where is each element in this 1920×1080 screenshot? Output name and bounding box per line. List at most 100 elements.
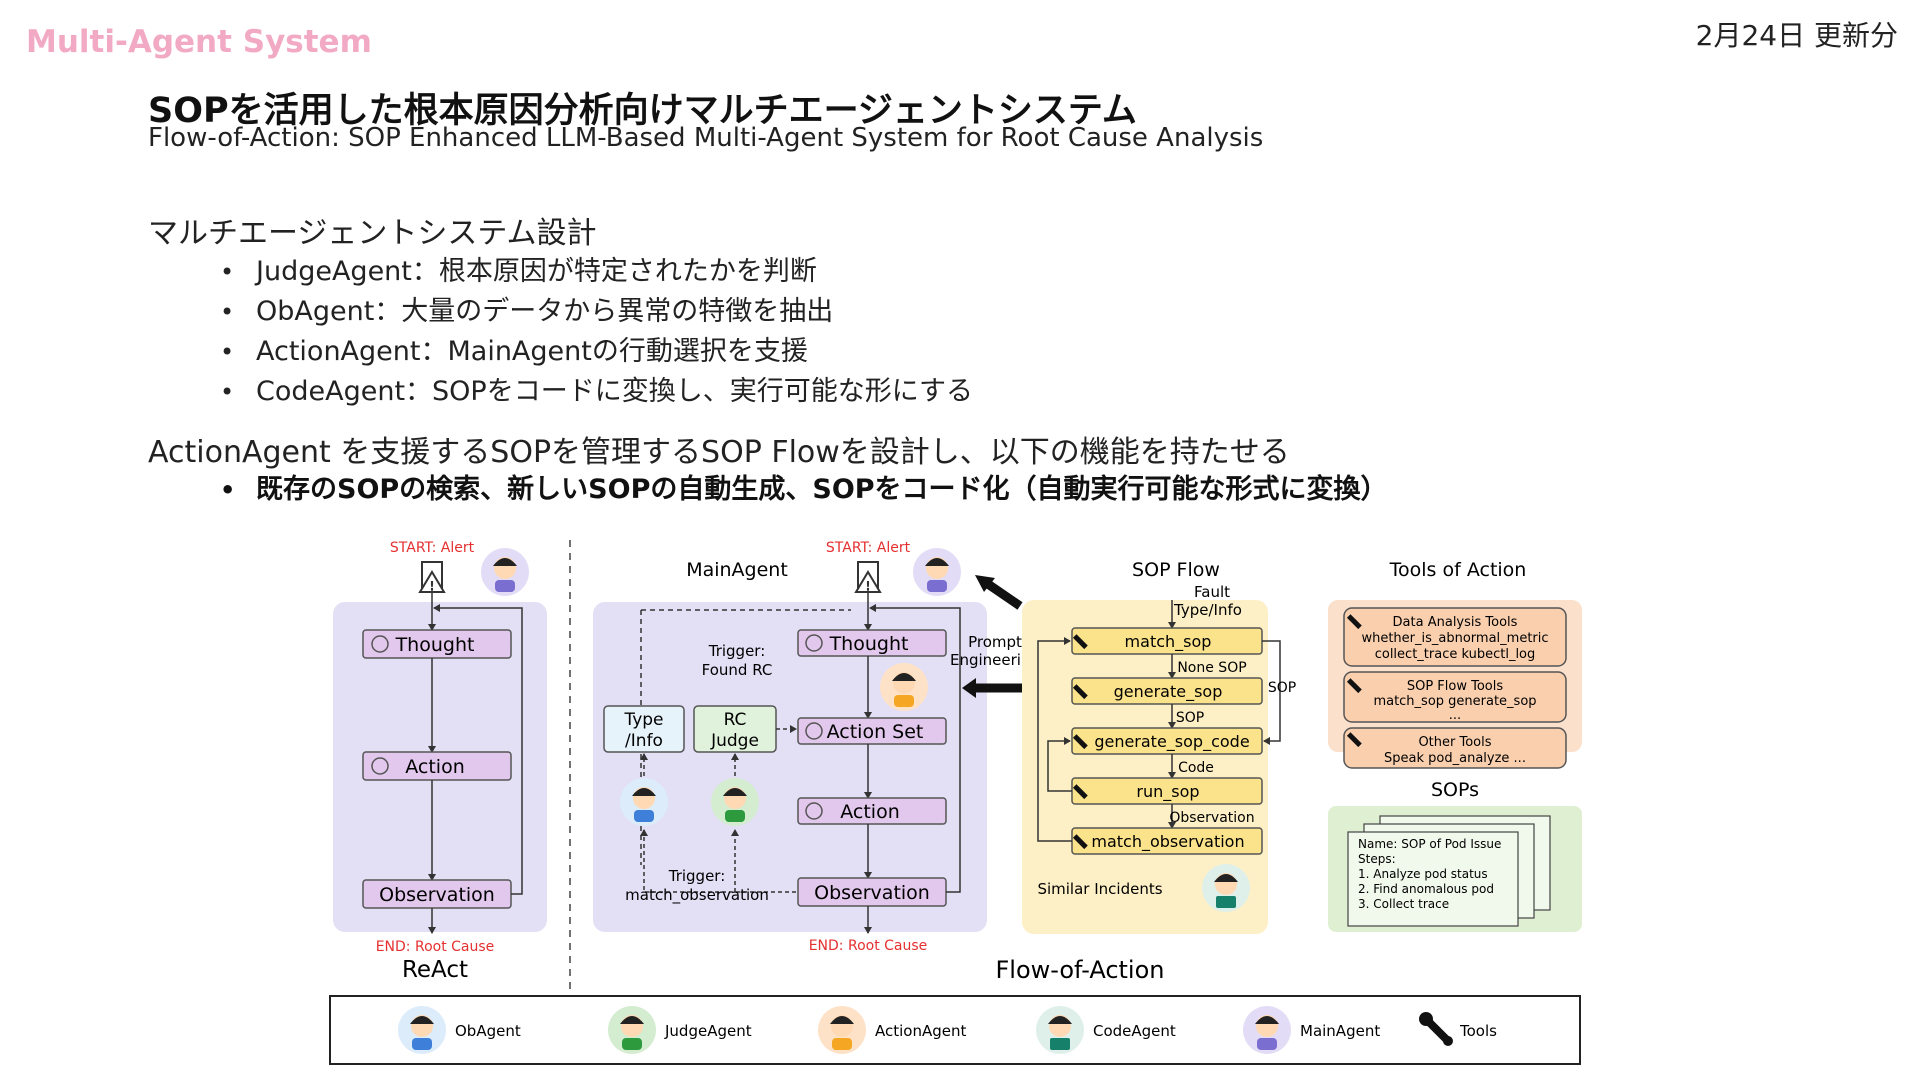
legend-main-agent: MainAgent (1300, 1022, 1380, 1040)
sop-flow-title: SOP Flow (1132, 559, 1220, 581)
slide-title: SOPを活用した根本原因分析向けマルチエージェントシステム (148, 91, 1137, 131)
flow-action-step (797, 797, 947, 825)
svg-text:!: ! (429, 579, 434, 593)
openai-icon (805, 802, 823, 820)
prompt-engineering-line1: Prompt (968, 633, 1022, 651)
data-analysis-tools-item: collect_trace kubectl_log (1375, 647, 1536, 662)
section2-bullet-list: 既存のSOPの検索、新しいSOPの自動生成、SOPをコード化（自動実行可能な形式… (220, 470, 1388, 510)
react-caption: ReAct (402, 957, 468, 983)
flow-action-set-step (797, 717, 947, 745)
openai-icon (805, 722, 823, 740)
flow-action-set-label: Action Set (827, 721, 924, 743)
fault-input-line2: Type/Info (1173, 601, 1242, 619)
other-tools-name: Other Tools (1418, 735, 1491, 750)
judge-agent-avatar (608, 1006, 656, 1054)
flow-observation-label: Observation (814, 882, 930, 904)
sop-doc-line: 2. Find anomalous pod (1358, 882, 1494, 896)
sop-doc-line: Name: SOP of Pod Issue (1358, 837, 1501, 851)
edge-sop: SOP (1176, 710, 1204, 726)
judge-agent-avatar (711, 778, 759, 826)
sop-flow-tools-item: match_sop generate_sop (1373, 694, 1536, 709)
legend-tools: Tools (1459, 1022, 1497, 1040)
edge-none-sop: None SOP (1177, 660, 1246, 676)
legend-box (329, 995, 1581, 1065)
rc-judge-line1: RC (724, 710, 747, 730)
action-agent-avatar (880, 663, 928, 711)
sop-doc-line: 1. Analyze pod status (1358, 867, 1488, 881)
type-info-box (603, 705, 685, 753)
react-action-step (362, 751, 512, 781)
trigger-found-rc-line1: Trigger: (708, 642, 766, 660)
sop-flow-panel: SOP Flow Fault Type/Info match_sop None … (1022, 559, 1296, 934)
react-end-label: END: Root Cause (376, 939, 495, 955)
flow-thought-step (797, 629, 947, 657)
rc-judge-line2: Judge (710, 731, 759, 751)
edge-observation: Observation (1169, 810, 1254, 826)
sop-document (1347, 831, 1519, 927)
type-info-line2: /Info (625, 731, 663, 751)
tools-title: Tools of Action (1389, 559, 1527, 581)
openai-icon (371, 757, 389, 775)
bullet-judge-agent: JudgeAgent：根本原因が特定されたかを判断 (220, 252, 973, 292)
react-observation-label: Observation (379, 884, 495, 906)
flow-end-label: END: Root Cause (809, 938, 928, 954)
prompt-engineering-line2: Engineering (950, 651, 1040, 669)
legend-judge-agent: JudgeAgent (664, 1022, 752, 1040)
sops-title: SOPs (1431, 779, 1479, 801)
section1-heading: マルチエージェントシステム設計 (148, 216, 597, 251)
trigger-match-line2: match_observation (625, 886, 769, 905)
sop-step-generate-sop-code (1071, 727, 1263, 755)
fault-input-line1: Fault (1194, 583, 1230, 601)
bullet-ob-agent: ObAgent：大量のデータから異常の特徴を抽出 (220, 292, 973, 332)
flow-of-action-panel: START: Alert ! MainAgent Trigger: Found … (593, 540, 1165, 984)
legend-code-agent: CodeAgent (1093, 1022, 1176, 1040)
section1-bullet-list: JudgeAgent：根本原因が特定されたかを判断 ObAgent：大量のデータ… (220, 252, 973, 412)
flow-thought-label: Thought (829, 633, 909, 655)
tools-of-action-panel: Tools of Action Data Analysis Tools whet… (1328, 559, 1582, 932)
tools-icon (1346, 614, 1362, 748)
react-thought-label: Thought (395, 634, 475, 656)
react-panel: START: Alert ! Thought Action Observatio… (333, 540, 547, 983)
brand-label: Multi-Agent System (26, 24, 372, 60)
bullet-code-agent: CodeAgent：SOPをコードに変換し、実行可能な形にする (220, 372, 973, 412)
react-action-label: Action (405, 756, 465, 778)
sop-step-match-sop-label: match_sop (1125, 632, 1212, 652)
similar-incidents-label: Similar Incidents (1037, 880, 1162, 898)
sop-step-generate-sop-label: generate_sop (1114, 682, 1223, 702)
ob-agent-avatar (398, 1006, 446, 1054)
trigger-found-rc-line2: Found RC (702, 661, 773, 679)
data-analysis-tools-name: Data Analysis Tools (1393, 615, 1518, 630)
legend: ObAgent JudgeAgent ActionAgent CodeAgent (329, 995, 1581, 1065)
bullet-action-agent: ActionAgent：MainAgentの行動選択を支援 (220, 332, 973, 372)
react-thought-step (362, 629, 512, 659)
svg-text:!: ! (865, 579, 870, 593)
sop-flow-tools-name: SOP Flow Tools (1407, 679, 1504, 694)
sop-doc-line: Steps: (1358, 852, 1396, 866)
flow-action-label: Action (840, 801, 900, 823)
data-analysis-tools-item: whether_is_abnormal_metric (1361, 631, 1548, 646)
update-date: 2月24日 更新分 (1695, 19, 1898, 52)
other-tools-card (1343, 727, 1567, 769)
trigger-match-line1: Trigger: (668, 867, 726, 885)
sop-flow-tools-card (1343, 671, 1567, 723)
sop-step-match-observation-label: match_observation (1091, 832, 1244, 852)
openai-icon (371, 635, 389, 653)
main-agent-avatar (913, 548, 961, 596)
main-agent-label: MainAgent (686, 559, 788, 581)
tools-icon (1419, 1012, 1453, 1046)
edge-sop-side: SOP (1268, 680, 1296, 696)
react-start-label: START: Alert (390, 540, 475, 556)
code-agent-avatar (1036, 1006, 1084, 1054)
flow-caption: Flow-of-Action (995, 956, 1164, 984)
tools-icon (1072, 634, 1088, 850)
other-tools-item: Speak pod_analyze ... (1384, 751, 1526, 766)
openai-icon (805, 634, 823, 652)
main-agent-avatar (481, 548, 529, 596)
action-agent-avatar (818, 1006, 866, 1054)
sop-step-generate-sop (1071, 677, 1263, 705)
slide-subtitle: Flow-of-Action: SOP Enhanced LLM-Based M… (148, 123, 1264, 153)
section2-heading: ActionAgent を支援するSOPを管理するSOP Flowを設計し、以下… (148, 435, 1290, 470)
flow-start-label: START: Alert (826, 540, 911, 556)
sop-flow-tools-item: ... (1449, 708, 1461, 723)
type-info-line1: Type (623, 710, 663, 730)
